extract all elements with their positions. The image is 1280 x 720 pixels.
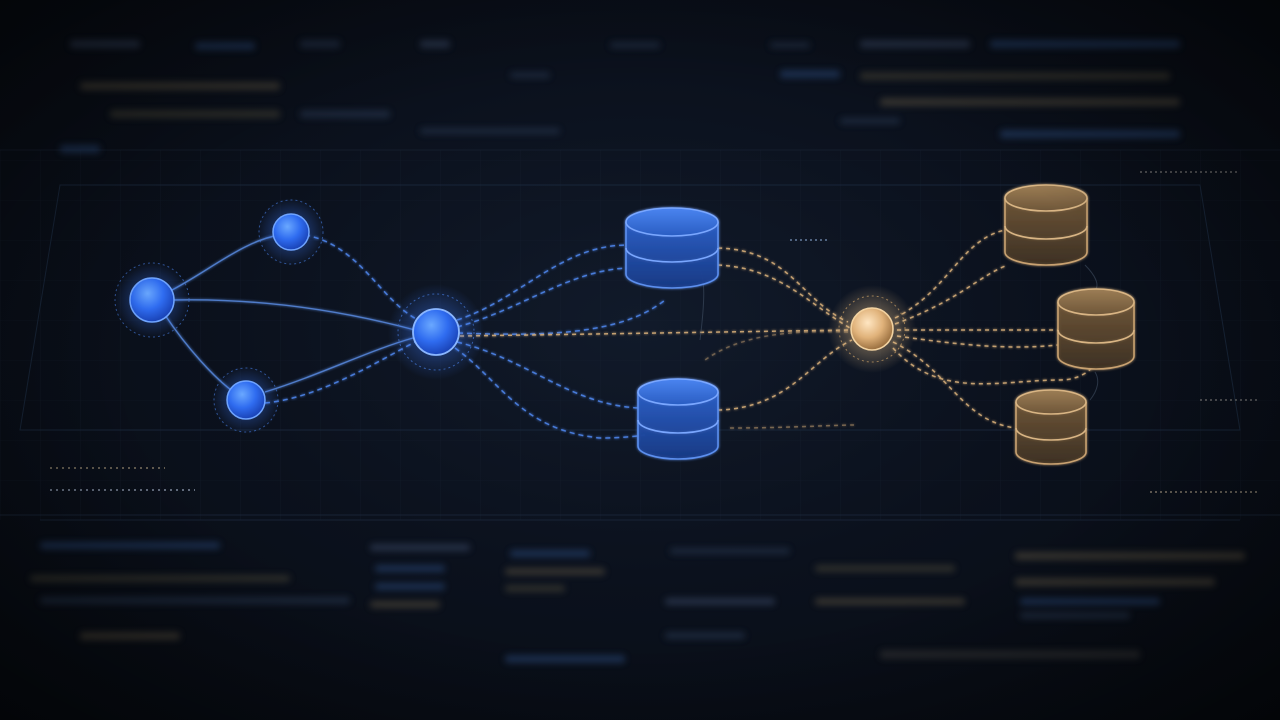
source-node-top[interactable] xyxy=(257,198,325,266)
database-gold-top[interactable] xyxy=(1004,184,1088,266)
database-blue-top[interactable] xyxy=(625,207,719,289)
source-node-left[interactable] xyxy=(114,262,190,338)
database-blue-bottom[interactable] xyxy=(637,378,719,460)
source-node-bottom[interactable] xyxy=(212,366,280,434)
database-gold-middle[interactable] xyxy=(1057,288,1135,370)
blurred-bottom-ui-panel xyxy=(30,542,1245,663)
blurred-top-ui-panel xyxy=(60,40,1180,153)
hub-node-gold[interactable] xyxy=(828,285,916,373)
hub-node-blue[interactable] xyxy=(388,284,484,380)
database-gold-bottom[interactable] xyxy=(1015,389,1087,465)
